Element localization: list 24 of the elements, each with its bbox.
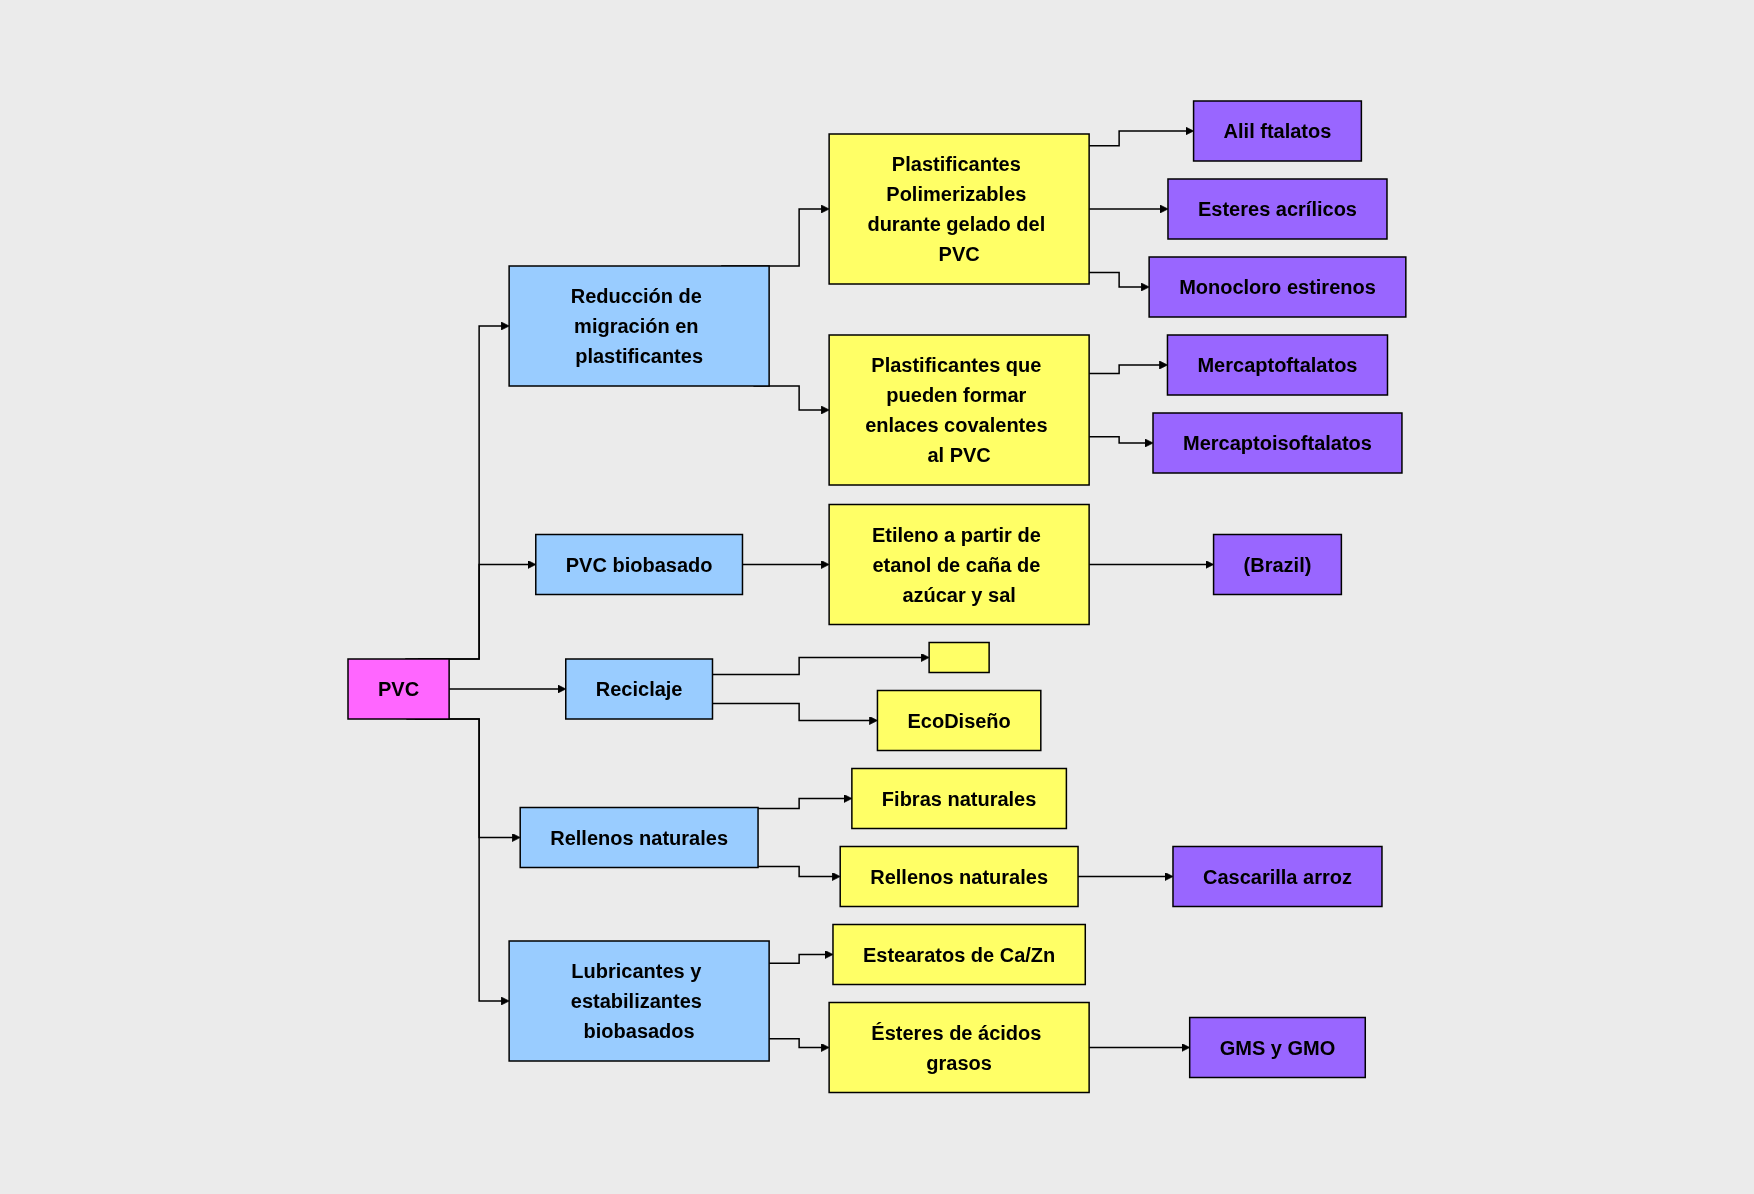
node-box: Alil ftalatos (1192, 100, 1363, 162)
node-box: GMS y GMO (1189, 1017, 1367, 1079)
node-box: Ésteres de ácidos grasos (828, 1002, 1090, 1094)
node-box: Rellenos naturales (839, 846, 1079, 908)
node-box: EcoDiseño (876, 690, 1042, 752)
node-box: PVC (347, 658, 450, 720)
node-box: Plastificantes Polimerizables durante gelado del PVC (828, 133, 1090, 285)
node-box: Reducción de migración en plastificantes (508, 265, 770, 387)
node-box: Cascarilla arroz (1172, 846, 1383, 908)
node-box: Mercaptoisoftalatos (1152, 412, 1403, 474)
node-box: Mercaptoftalatos (1166, 334, 1389, 396)
node-box: Fibras naturales (851, 768, 1068, 830)
node-box (928, 642, 990, 674)
node-box: Etileno a partir de etanol de caña de azúcar y sal (828, 504, 1090, 626)
node-box: Lubricantes y estabilizantes biobasados (508, 940, 770, 1062)
node-box: PVC biobasado (535, 534, 744, 596)
node-box: Reciclaje (565, 658, 714, 720)
node-box: Monocloro estirenos (1148, 256, 1407, 318)
node-box: Plastificantes que pueden formar enlaces covalentes al PVC (828, 334, 1090, 486)
arrow (757, 866, 841, 882)
node-box: Estearatos de Ca/Zn (832, 924, 1087, 986)
node-box: Esteres acrílicos (1167, 178, 1388, 240)
node-box: (Brazil) (1212, 534, 1343, 596)
node-box: Rellenos naturales (519, 807, 759, 869)
